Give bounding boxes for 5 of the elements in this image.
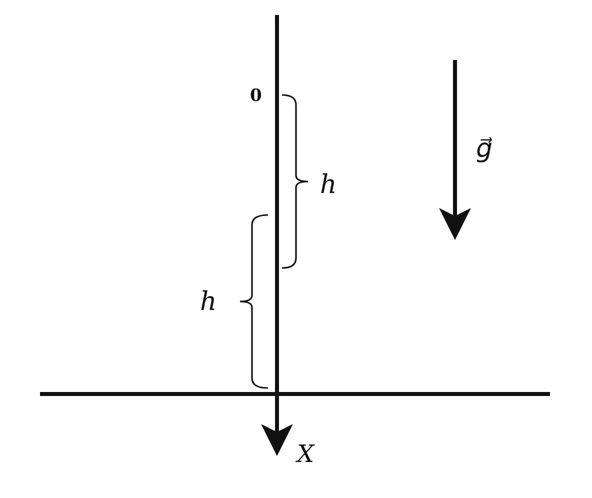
origin-label: 0 (250, 86, 262, 106)
height-label: h (320, 170, 337, 202)
axis-label: X (297, 440, 314, 469)
gravity-label: g⃗ (476, 134, 493, 166)
height-label: h (200, 287, 217, 318)
